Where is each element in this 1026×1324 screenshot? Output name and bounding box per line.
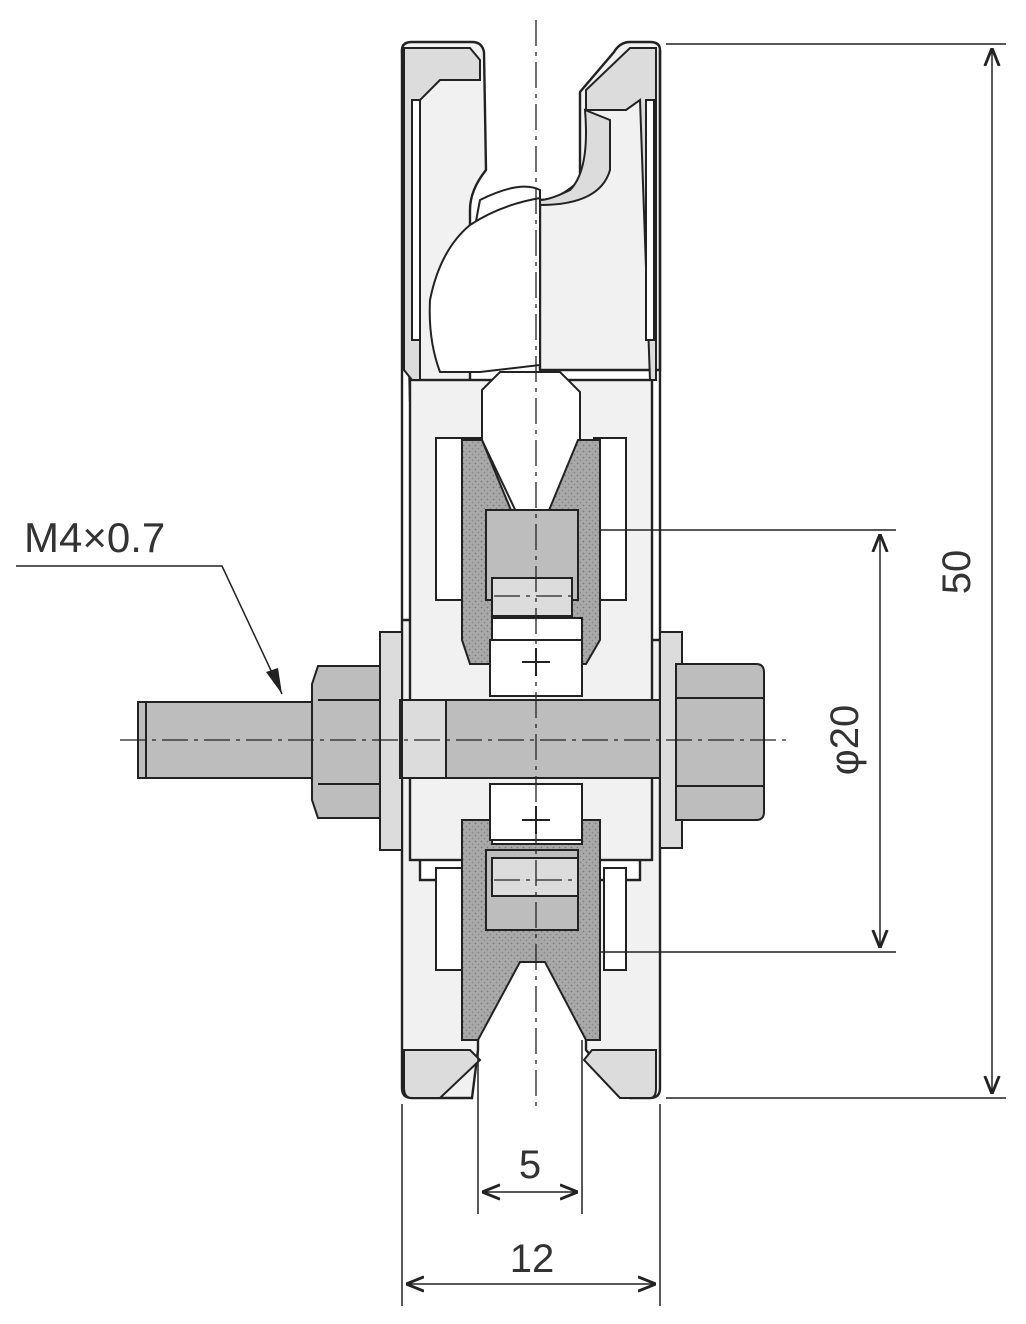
left-washer (379, 631, 403, 851)
dim-groove-width-label: 5 (519, 1143, 541, 1187)
dim-total-width-label: 12 (510, 1237, 555, 1281)
dim-groove-diameter: φ20 (600, 529, 896, 953)
dim-height-label: 50 (935, 550, 979, 595)
dim-height: 50 (666, 43, 1006, 1099)
dim-diameter-label: φ20 (823, 705, 867, 775)
thread-spec-label: M4×0.7 (24, 514, 165, 561)
hex-nut (311, 665, 391, 819)
thread-callout: M4×0.7 (16, 514, 283, 695)
dim-groove-width: 5 (477, 1040, 583, 1214)
top-groove-lips (403, 47, 657, 381)
upper-crescent (428, 108, 611, 373)
bolt-head (675, 663, 765, 821)
dim-total-width: 12 (401, 1104, 661, 1306)
centerlines (120, 20, 790, 1112)
bottom-flange-lips (403, 1049, 657, 1099)
